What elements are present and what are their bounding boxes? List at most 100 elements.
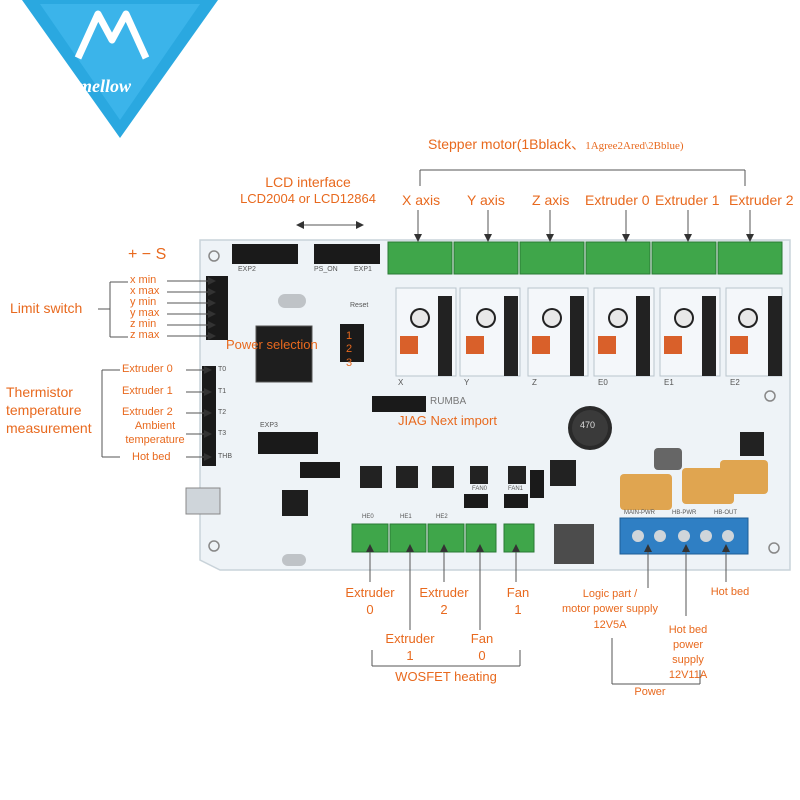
- silk-driver-x: X: [398, 378, 404, 387]
- label-fan1-b: 1: [514, 602, 522, 617]
- logo-text: mellow: [78, 76, 131, 96]
- silk-cap-text: 470: [580, 420, 596, 430]
- power-selection-label: Power selection: [226, 337, 318, 352]
- thermistor-temperature: temperature: [125, 434, 185, 446]
- ps-num-3: 3: [346, 357, 353, 369]
- power-label: Power: [634, 686, 666, 698]
- limit-xmin: x min: [130, 274, 157, 286]
- label-extruder0-a: Extruder: [345, 585, 395, 600]
- mcu-chip: [255, 325, 313, 383]
- exp3-header: [258, 432, 318, 454]
- limit-xmax: x max: [130, 285, 160, 297]
- axis-label-e1: Extruder 1: [655, 192, 720, 208]
- label-fan0-a: Fan: [470, 631, 494, 646]
- silk-t0: T0: [218, 366, 227, 373]
- logic-label-1: Logic part /: [582, 588, 638, 600]
- label-extruder2-a: Extruder: [419, 585, 469, 600]
- jtag-label: JIAG Next import: [398, 413, 497, 428]
- regulator: [554, 524, 594, 564]
- usb-chip: [282, 490, 308, 516]
- thermistor-extruder2: Extruder 2: [122, 406, 173, 418]
- thermistor-ambient: Ambient: [134, 420, 176, 432]
- mellow-logo: [22, 0, 218, 138]
- pin-legend: + − S: [128, 246, 167, 263]
- label-extruder2-b: 2: [440, 602, 448, 617]
- silk-driver-z: Z: [532, 378, 537, 387]
- silk-hb-out: HB-OUT: [714, 510, 737, 516]
- axis-label-y: Y axis: [467, 192, 505, 208]
- crystal: [278, 294, 306, 308]
- silk-fan0: FAN0: [472, 486, 488, 492]
- silk-reset: Reset: [350, 302, 369, 309]
- limit-ymax: y max: [130, 307, 160, 319]
- axis-label-z: Z axis: [532, 192, 570, 208]
- silk-driver-e1: E1: [664, 378, 674, 387]
- silk-driver-y: Y: [464, 378, 470, 387]
- power-selection-jumpers: [340, 324, 364, 362]
- limit-ymin: y min: [130, 296, 157, 308]
- silk-ps-on: PS_ON: [314, 266, 338, 273]
- thermistor-extruder0: Extruder 0: [122, 363, 173, 375]
- limit-switch-label: Limit switch: [10, 300, 83, 316]
- silk-driver-e0: E0: [598, 378, 608, 387]
- hotbed-power-4: 12V11A: [668, 669, 708, 681]
- silk-main-pwr: MAIN-PWR: [624, 510, 655, 516]
- stepper-title: Stepper motor(1Bblack、1Agree2Ared\2Bblue…: [428, 136, 684, 153]
- thermistor-extruder1: Extruder 1: [122, 385, 173, 397]
- silk-exp3: EXP3: [260, 422, 278, 429]
- stepper-title-tail: 1Agree2Ared\2Bblue): [585, 140, 684, 152]
- silk-he0: HE0: [362, 514, 374, 520]
- thermistor-hotbed: Hot bed: [132, 451, 171, 463]
- ps-num-2: 2: [346, 343, 353, 355]
- thermistor-label-1: Thermistor: [6, 384, 73, 400]
- stepper-connectors: [387, 241, 783, 275]
- thermistor-label-2: temperature: [6, 402, 82, 418]
- electrolytic-capacitor: [568, 406, 612, 450]
- silk-t2: T2: [218, 409, 227, 416]
- silk-hb-pwr: HB-PWR: [672, 510, 697, 516]
- wosfet-heating-label: WOSFET heating: [395, 669, 497, 684]
- lcd-model-label: LCD2004 or LCD12864: [240, 191, 376, 206]
- stepper-drivers: [395, 287, 783, 377]
- silk-he1: HE1: [400, 514, 412, 520]
- silk-t1: T1: [218, 388, 227, 395]
- stepper-title-main: Stepper motor(1Bblack、: [428, 136, 586, 152]
- silk-thb: THB: [218, 453, 232, 460]
- label-fan0-b: 0: [478, 648, 486, 663]
- silk-driver-e2: E2: [730, 378, 740, 387]
- thermistor-label-3: measurement: [6, 420, 92, 436]
- limit-zmax: z max: [130, 329, 160, 341]
- axis-label-e2: Extruder 2: [729, 192, 794, 208]
- endstop-header: [206, 276, 228, 340]
- label-extruder1-b: 1: [406, 648, 414, 663]
- annotation-lines: [98, 169, 751, 685]
- silk-fan1: FAN1: [508, 486, 524, 492]
- hot-bed-output-label: Hot bed: [710, 586, 750, 598]
- label-fan1-a: Fan: [506, 585, 530, 600]
- hotbed-power-2: power: [673, 639, 703, 651]
- board-name: RUMBA: [430, 396, 467, 407]
- hotbed-power-1: Hot bed: [668, 624, 708, 636]
- silk-t3: T3: [218, 430, 227, 437]
- usb-connector: [185, 487, 221, 515]
- silk-exp2: EXP2: [238, 266, 256, 273]
- axis-label-e0: Extruder 0: [585, 192, 650, 208]
- ps-num-1: 1: [346, 330, 353, 342]
- silk-he2: HE2: [436, 514, 448, 520]
- crystal-2: [282, 554, 306, 566]
- silk-exp1: EXP1: [354, 266, 372, 273]
- mosfets: [360, 460, 576, 488]
- limit-zmin: z min: [130, 318, 157, 330]
- logic-label-3: 12V5A: [593, 619, 627, 631]
- logic-label-2: motor power supply: [562, 603, 658, 615]
- jtag-header: [372, 396, 426, 412]
- axis-label-x: X axis: [402, 192, 441, 208]
- label-extruder1-a: Extruder: [385, 631, 435, 646]
- lcd-interface-label: LCD interface: [265, 174, 351, 190]
- mounting-holes: [208, 250, 780, 554]
- lcd-headers: [232, 244, 380, 264]
- hotbed-power-3: supply: [672, 654, 704, 666]
- polyfuses: [620, 460, 768, 510]
- arrow-heads: [204, 221, 754, 552]
